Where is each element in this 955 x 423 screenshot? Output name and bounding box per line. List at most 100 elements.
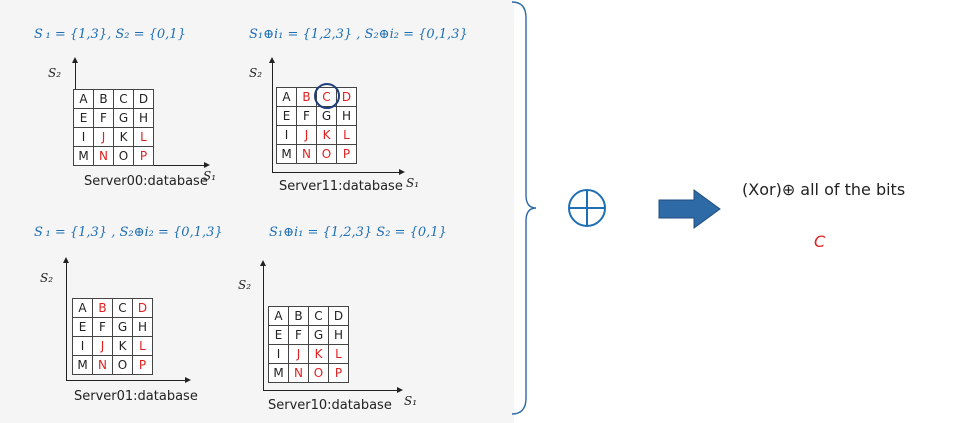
selected-cell-circle [314,83,340,109]
grid-cell: H [336,106,357,126]
server01-set-label: S ₁ = {1,3} , S₂⊕i₂ = {0,1,3} [34,225,223,240]
grid-cell: C [308,306,329,326]
server00-x-arrow-icon [204,162,210,168]
server01-caption: Server01:database [74,389,198,404]
server11-x-arrow-icon [399,169,405,175]
grid-cell: B [93,89,114,109]
server10-y-axis-label: S₂ [238,278,252,292]
grid-cell: H [133,108,154,128]
server00-y-arrow-icon [72,57,78,63]
grid-cell: P [336,144,357,164]
grid-cell: O [316,144,337,164]
grid-cell: J [92,336,113,356]
grid-cell: J [93,127,114,147]
grid-cell: B [288,306,309,326]
grid-cell: L [133,127,154,147]
server11-x-axis-label: S₁ [406,176,420,190]
grid-cell: J [288,344,309,364]
grid-cell: B [92,298,113,318]
server10-caption: Server10:database [268,398,392,413]
grid-cell: M [73,146,94,166]
grid-cell: K [308,344,329,364]
grid-cell: C [112,298,133,318]
grid-cell: K [112,336,133,356]
grid-cell: I [72,336,93,356]
server10-y-axis [263,265,264,390]
grid-cell: P [132,355,153,375]
curly-brace-icon [511,1,537,415]
grid-cell: O [112,355,133,375]
grid-cell: A [72,298,93,318]
server10-set-label: S₁⊕i₁ = {1,2,3} S₂ = {0,1} [269,225,447,240]
right-arrow-icon [658,189,721,229]
server11-set-label: S₁⊕i₁ = {1,2,3} , S₂⊕i₂ = {0,1,3} [249,27,468,42]
grid-cell: L [336,125,357,145]
grid-cell: E [276,106,297,126]
server11-caption: Server11:database [279,179,403,194]
server11-y-arrow-icon [269,57,275,63]
grid-cell: G [308,325,329,345]
grid-cell: N [288,363,309,383]
grid-cell: O [113,146,134,166]
grid-cell: N [93,146,114,166]
server01-y-arrow-icon [63,257,69,263]
grid-cell: E [72,317,93,337]
grid-cell: M [276,144,297,164]
server00-caption: Server00:database [84,174,208,189]
grid-cell: G [113,108,134,128]
grid-cell: E [268,325,289,345]
grid-cell: K [316,125,337,145]
server10-y-arrow-icon [260,260,266,266]
server00-set-label: S ₁ = {1,3}, S₂ = {0,1} [34,27,186,42]
grid-cell: F [92,317,113,337]
server01-x-axis [66,380,186,381]
grid-cell: D [133,89,154,109]
grid-cell: F [288,325,309,345]
grid-cell: J [296,125,317,145]
grid-cell: D [328,306,349,326]
server11-x-axis [272,172,400,173]
server01-y-axis [66,262,67,380]
grid-cell: P [133,146,154,166]
grid-cell: M [72,355,93,375]
server01-x-arrow-icon [185,377,191,383]
server00-y-axis-label: S₂ [48,66,62,80]
grid-cell: N [92,355,113,375]
grid-cell: G [316,106,337,126]
grid-cell: O [308,363,329,383]
result-title: (Xor)⊕ all of the bits [742,180,906,199]
grid-cell: F [296,106,317,126]
server01-y-axis-label: S₂ [40,271,54,285]
server11-y-axis-label: S₂ [249,66,263,80]
server10-x-axis [263,390,398,391]
server11-y-axis [272,62,273,172]
grid-cell: D [132,298,153,318]
server00-x-axis-label: S₁ [203,169,217,183]
grid-cell: A [73,89,94,109]
grid-cell: P [328,363,349,383]
server10-x-arrow-icon [397,387,403,393]
grid-cell: E [73,108,94,128]
grid-cell: A [276,87,297,107]
grid-cell: L [132,336,153,356]
grid-cell: G [112,317,133,337]
grid-cell: L [328,344,349,364]
grid-cell: C [113,89,134,109]
server10-x-axis-label: S₁ [404,394,418,408]
